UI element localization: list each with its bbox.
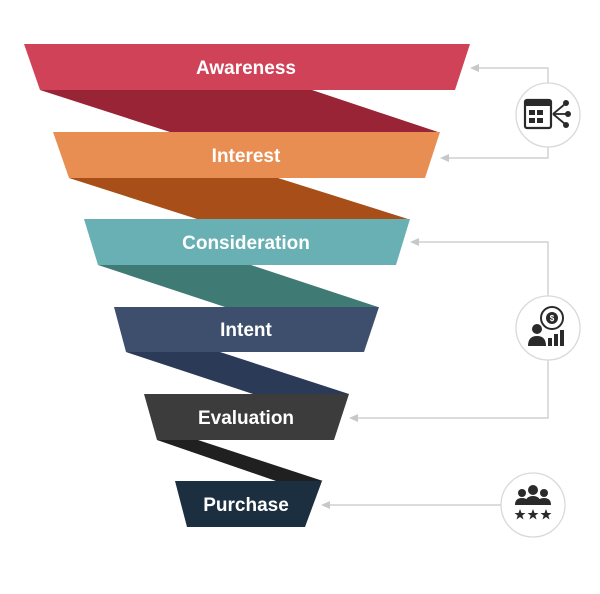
fold-awareness-interest [40, 90, 438, 132]
band-awareness [24, 44, 470, 90]
dashboard-network-icon [515, 82, 581, 148]
investor-growth-icon: $ [515, 295, 581, 361]
stage-label-awareness: Awareness [196, 58, 296, 79]
connector-bottom [321, 501, 502, 509]
stage-label-evaluation: Evaluation [198, 408, 294, 429]
band-interest [53, 132, 440, 178]
band-consideration [84, 219, 410, 265]
customer-rating-icon [500, 472, 566, 538]
stage-label-purchase: Purchase [203, 495, 289, 516]
fold-consideration-intent [98, 265, 378, 307]
fold-intent-evaluation [126, 352, 349, 394]
stage-label-intent: Intent [220, 320, 272, 341]
svg-text:$: $ [550, 314, 555, 323]
band-purchase [175, 481, 322, 527]
stage-label-interest: Interest [212, 146, 281, 167]
fold-interest-consideration [69, 178, 408, 219]
band-intent [114, 307, 379, 352]
band-evaluation [144, 394, 349, 440]
fold-evaluation-purchase [157, 440, 323, 481]
stage-label-consideration: Consideration [182, 233, 310, 254]
